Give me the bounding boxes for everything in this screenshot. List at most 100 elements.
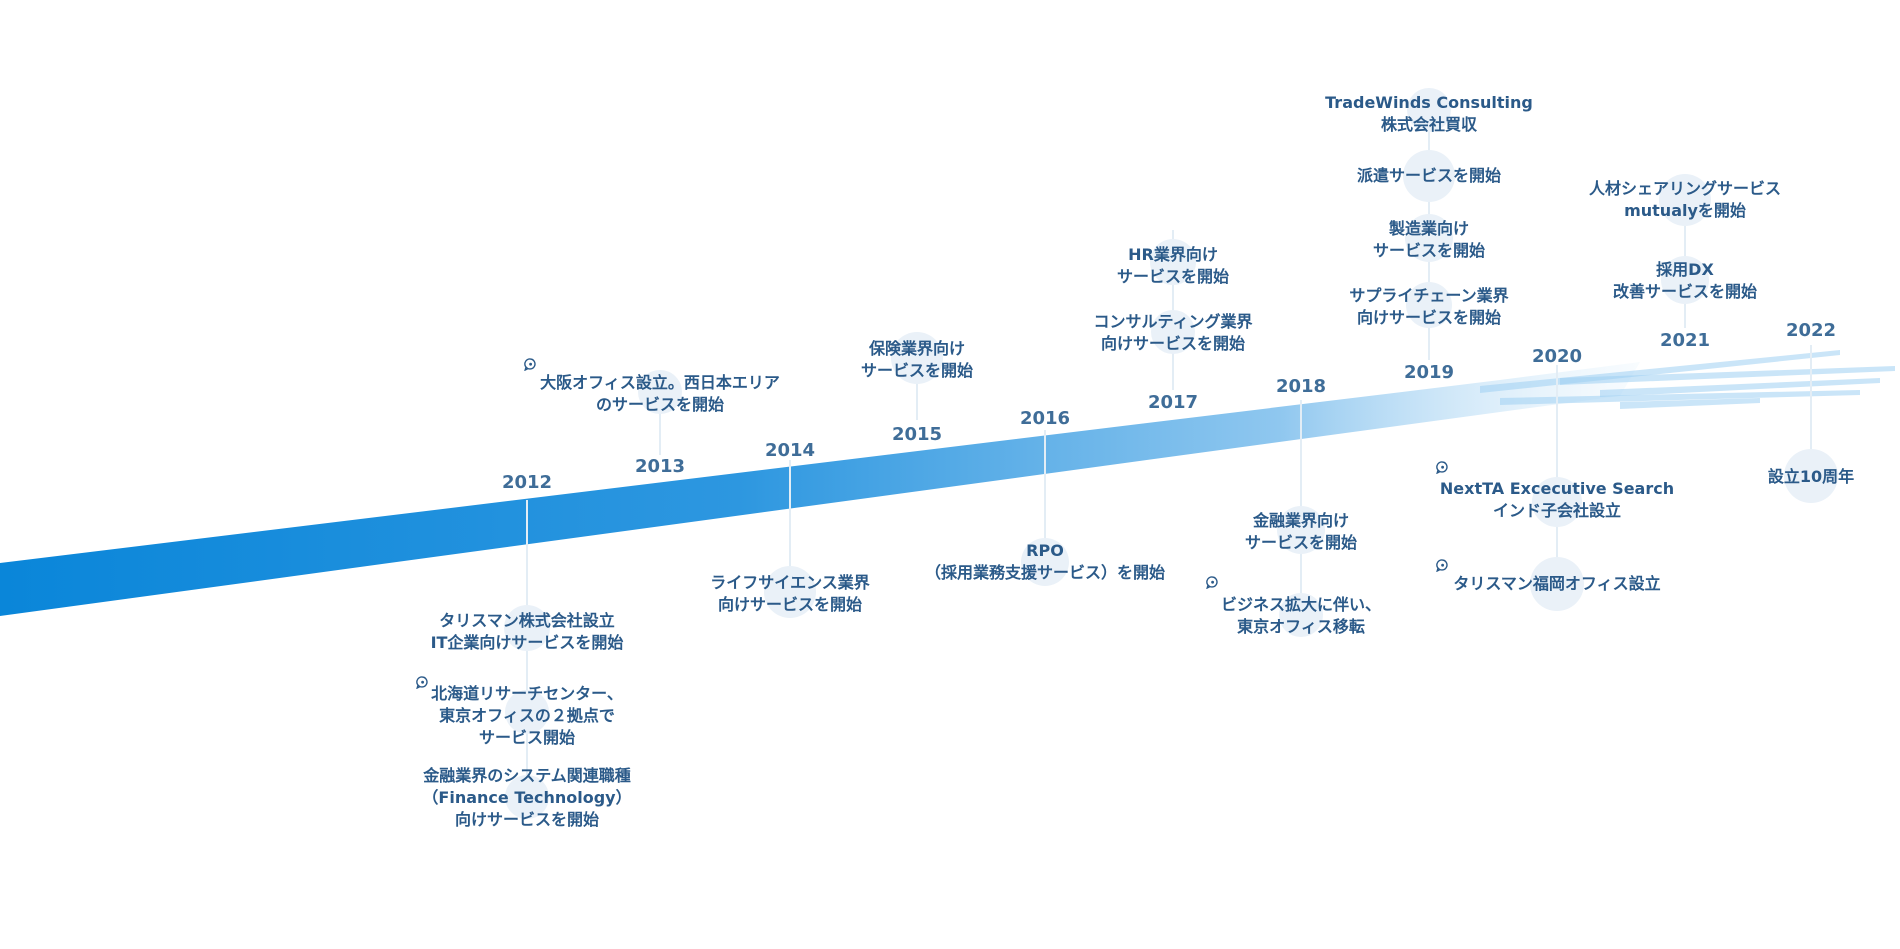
event-label-line: ライフサイエンス業界 <box>710 573 870 592</box>
year-label: 2018 <box>1275 376 1327 397</box>
event-node <box>1406 282 1452 328</box>
event-label-line: NextTA Excecutive Search <box>1439 479 1675 498</box>
event-label-line: インド子会社設立 <box>1492 501 1621 520</box>
event-label-line: RPO <box>1026 541 1064 560</box>
event-label-line: 人材シェアリングサービス <box>1588 179 1782 198</box>
event-label-line: サービスを開始 <box>860 361 974 380</box>
event-node <box>1661 256 1709 304</box>
event-label-line: 向けサービスを開始 <box>1356 308 1502 327</box>
year-label: 2015 <box>891 424 943 445</box>
event-label: HR業界向けサービスを開始 <box>1117 244 1229 288</box>
event-label-line: ビジネス拡大に伴い、 <box>1220 595 1382 614</box>
event-node <box>764 566 816 618</box>
event-label: 金融業界向けサービスを開始 <box>1245 510 1357 554</box>
event-label-line: 東京オフィスの２拠点で <box>439 706 615 725</box>
year-label: 2016 <box>1019 408 1071 429</box>
event-node <box>638 370 682 414</box>
event-label-line: IT企業向けサービスを開始 <box>430 633 624 652</box>
year-label: 2013 <box>634 456 686 477</box>
year-label: 2017 <box>1147 392 1199 413</box>
event-label: コンサルティング業界向けサービスを開始 <box>1093 311 1252 355</box>
event-label-line: サービスを開始 <box>1372 241 1486 260</box>
timeline-band-streak <box>1500 390 1860 405</box>
event-label: 設立10周年 <box>1768 466 1854 488</box>
event-label: 大阪オフィス設立。西日本エリアのサービスを開始 <box>540 372 780 416</box>
timeline-band-main <box>0 362 1640 616</box>
year-label: 2014 <box>764 440 816 461</box>
event-label-line: 株式会社買収 <box>1380 115 1477 134</box>
event-node <box>1405 214 1453 262</box>
event-label-line: 北海道リサーチセンター、 <box>431 684 623 703</box>
location-pin-icon <box>1436 461 1448 474</box>
event-node <box>1659 174 1711 226</box>
location-pin-icon <box>1436 559 1448 572</box>
event-label-line: 東京オフィス移転 <box>1237 617 1365 636</box>
event-node <box>505 775 549 819</box>
event-label-line: TradeWinds Consulting <box>1325 93 1533 112</box>
event-label: 人材シェアリングサービス mutualyを開始 <box>1589 178 1781 222</box>
event-label-line: タリスマン福岡オフィス設立 <box>1453 574 1661 593</box>
event-label-line: 金融業界のシステム関連職種 <box>423 766 631 785</box>
event-label-line: のサービスを開始 <box>595 395 724 414</box>
event-label-line: サービス開始 <box>478 728 575 747</box>
timeline-band-streak <box>1620 398 1760 409</box>
event-label: 保険業界向けサービスを開始 <box>861 338 973 382</box>
event-label: TradeWinds Consulting 株式会社買収 <box>1325 92 1533 136</box>
year-stem <box>916 370 918 420</box>
event-label-line: 大阪オフィス設立。西日本エリア <box>540 373 780 392</box>
event-label: 北海道リサーチセンター、東京オフィスの２拠点でサービス開始 <box>431 683 623 749</box>
event-node <box>1403 150 1455 202</box>
event-label: RPO （採用業務支援サービス）を開始 <box>925 540 1165 584</box>
event-label-line: 向けサービスを開始 <box>454 810 600 829</box>
year-stem <box>659 395 661 455</box>
event-label-line: サプライチェーン業界 <box>1349 286 1509 305</box>
event-label: ライフサイエンス業界向けサービスを開始 <box>710 572 870 616</box>
event-label-line: 金融業界向け <box>1252 511 1350 530</box>
event-label-line: 製造業向け <box>1388 219 1470 238</box>
event-node <box>1277 506 1325 554</box>
event-label: タリスマン福岡オフィス設立 <box>1453 573 1660 595</box>
event-label-line: 派遣サービスを開始 <box>1356 166 1502 185</box>
location-pin-icon <box>524 358 536 371</box>
event-label-line: 向けサービスを開始 <box>1100 334 1246 353</box>
event-label-line: サービスを開始 <box>1244 533 1358 552</box>
event-label: 金融業界のシステム関連職種 （Finance Technology） 向けサービスを… <box>422 765 631 831</box>
event-label-line: コンサルティング業界 <box>1093 312 1253 331</box>
event-label-line: 向けサービスを開始 <box>717 595 862 614</box>
event-node <box>1279 593 1323 637</box>
event-label-line: 保険業界向け <box>868 339 966 358</box>
year-stem <box>1044 430 1046 575</box>
event-label: ビジネス拡大に伴い、東京オフィス移転 <box>1221 594 1381 638</box>
event-label-line: サービスを開始 <box>1116 267 1230 286</box>
event-node <box>1784 449 1838 503</box>
event-node <box>1532 477 1582 527</box>
year-label: 2012 <box>501 472 553 493</box>
year-stem <box>789 460 791 600</box>
event-label-line: タリスマン株式会社設立 <box>439 611 615 630</box>
year-label: 2022 <box>1785 320 1837 341</box>
year-stem <box>1810 345 1812 495</box>
event-node <box>1530 557 1584 611</box>
year-label: 2020 <box>1531 346 1583 367</box>
year-label: 2019 <box>1403 362 1455 383</box>
event-label-line: mutualyを開始 <box>1624 201 1746 220</box>
event-node <box>1150 239 1196 285</box>
event-node <box>505 690 549 734</box>
event-node <box>1407 88 1451 132</box>
event-label-line: （採用業務支援サービス）を開始 <box>924 563 1166 582</box>
event-label-line: （Finance Technology） <box>422 788 632 807</box>
event-node <box>1021 538 1069 586</box>
event-label: 派遣サービスを開始 <box>1357 165 1501 187</box>
event-label: サプライチェーン業界向けサービスを開始 <box>1349 285 1508 329</box>
year-label: 2021 <box>1659 330 1711 351</box>
year-stem <box>1684 180 1686 328</box>
location-pin-icon <box>416 676 428 689</box>
event-label-line: 採用DX <box>1656 260 1714 279</box>
event-label: NextTA Excecutive Search インド子会社設立 <box>1440 478 1674 522</box>
location-pin-icon <box>1206 576 1218 589</box>
event-node <box>1151 310 1195 354</box>
event-label-line: HR業界向け <box>1128 245 1218 264</box>
